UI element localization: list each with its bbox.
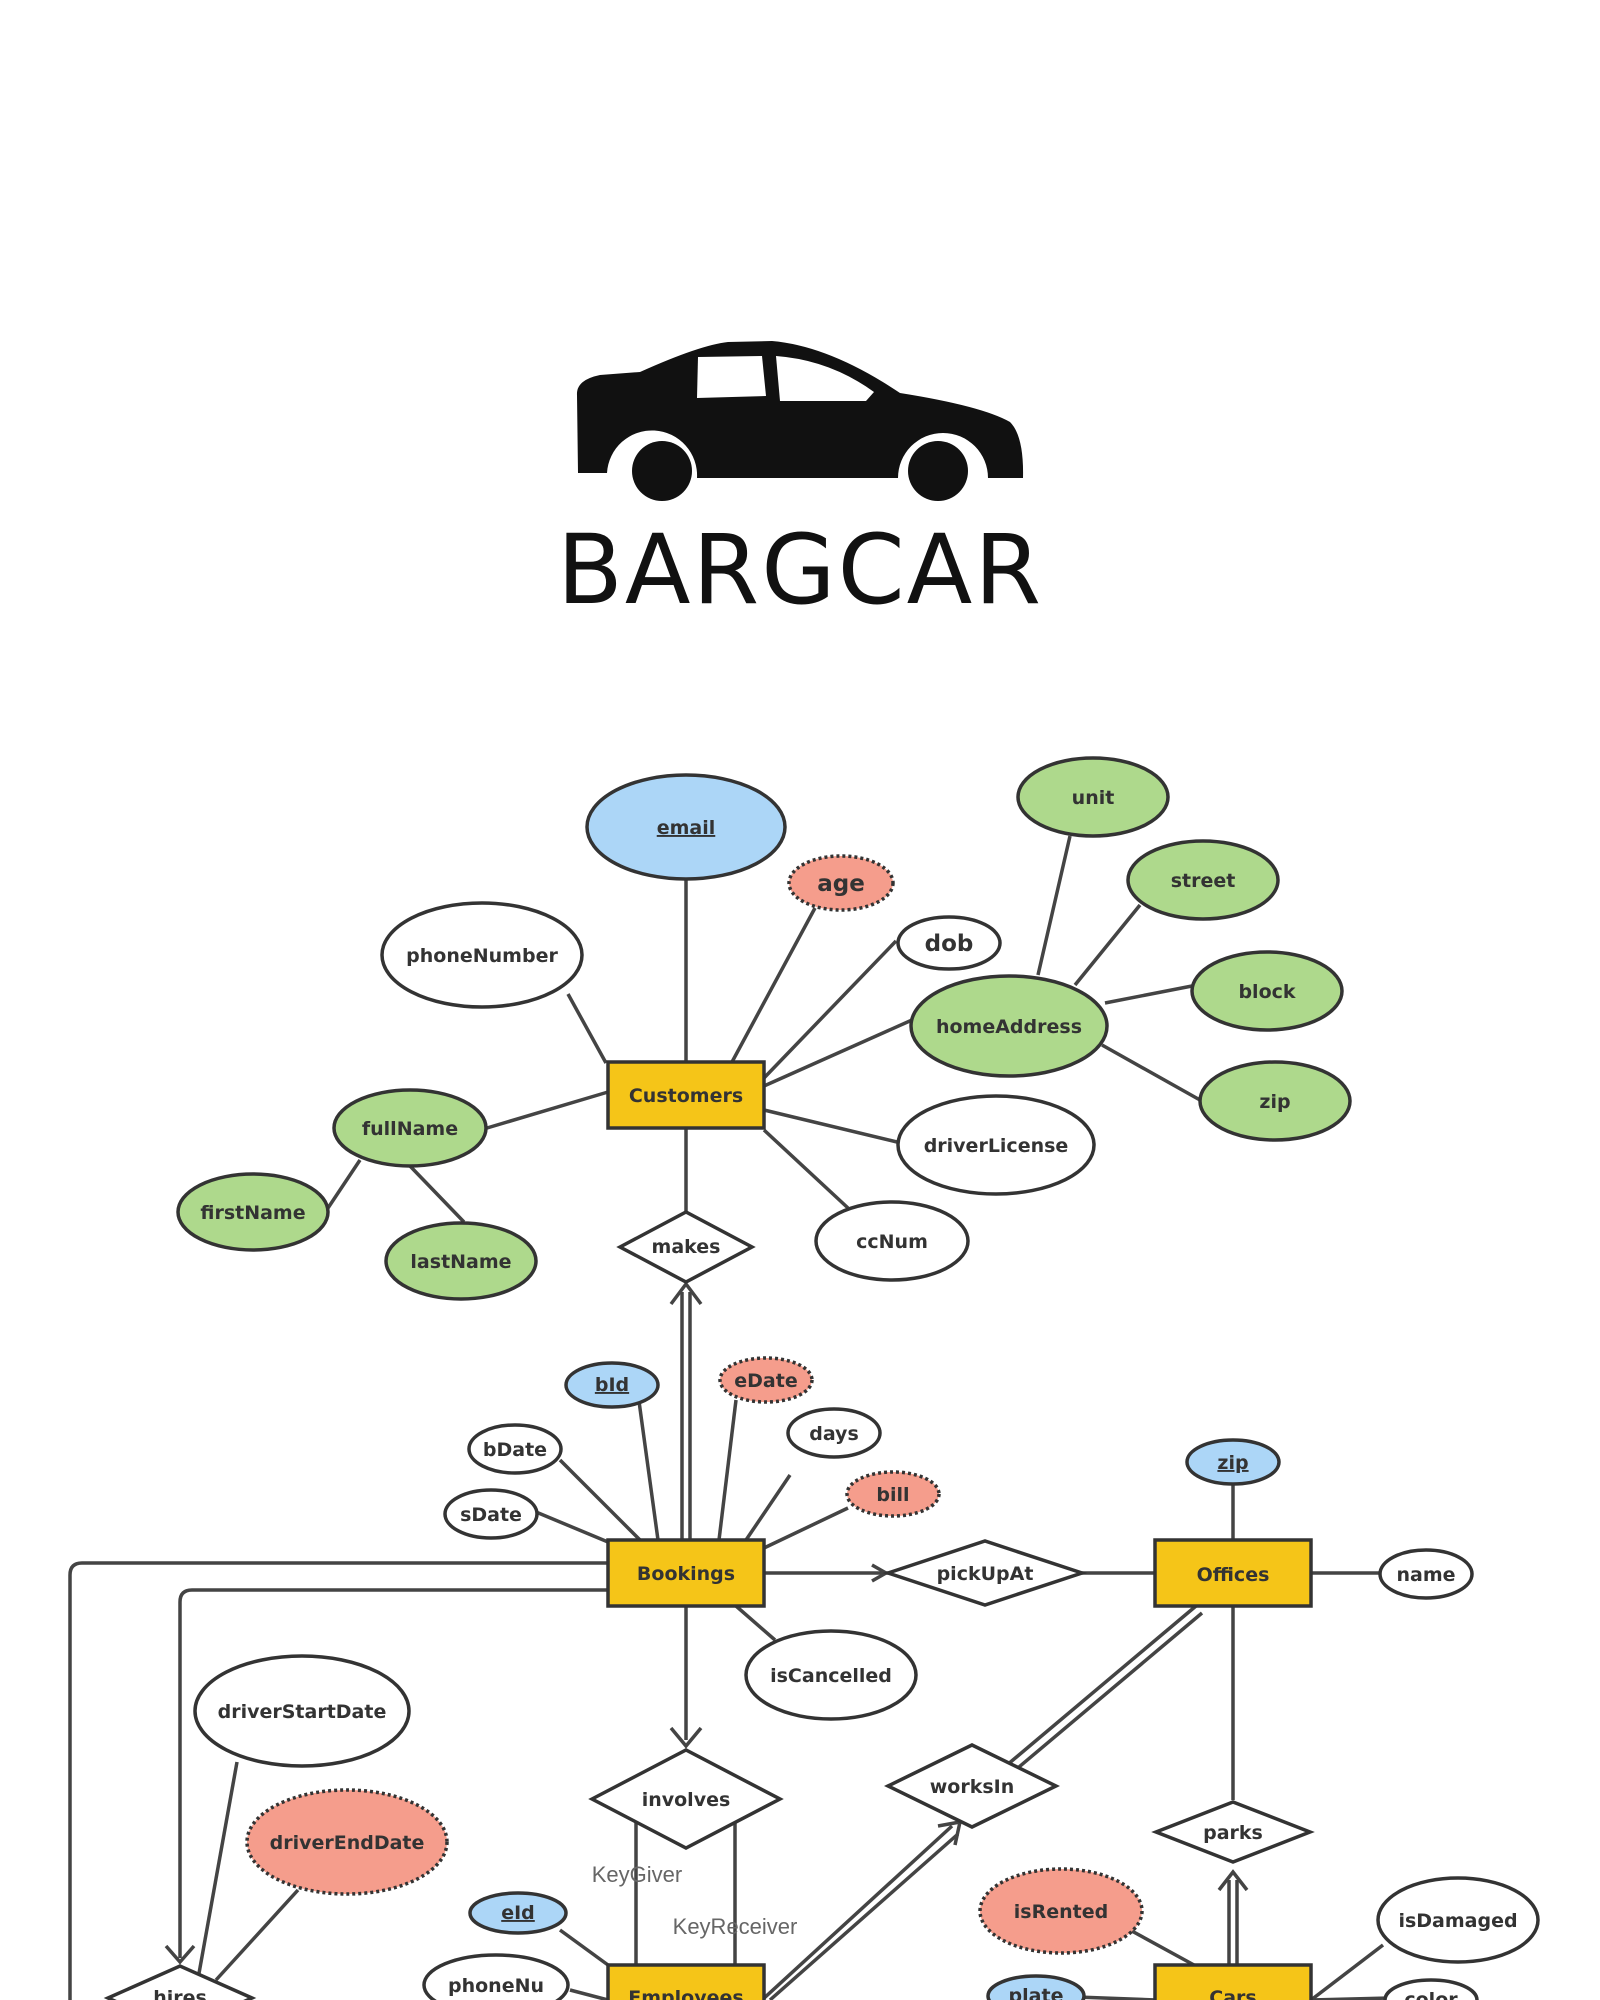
svg-text:phoneNu: phoneNu [448,1975,544,1997]
svg-text:unit: unit [1072,787,1115,809]
svg-text:ccNum: ccNum [856,1231,928,1253]
entity-customers[interactable]: Customers [606,1060,766,1130]
attr-street[interactable]: street [1126,839,1280,921]
attr-driverenddate-derived[interactable]: driverEndDate [245,1788,449,1896]
svg-text:eId: eId [501,1902,535,1924]
svg-text:parks: parks [1203,1822,1263,1844]
svg-text:Cars: Cars [1209,1987,1256,2000]
role-keyreceiver: KeyReceiver [673,1914,798,1939]
svg-text:age: age [817,871,865,897]
svg-text:hires: hires [153,1987,207,2000]
svg-text:days: days [809,1423,859,1445]
entity-employees[interactable]: Employees [606,1963,766,2000]
svg-text:involves: involves [642,1789,731,1811]
attr-zip[interactable]: zip [1198,1060,1352,1142]
attr-bid-key[interactable]: bId [564,1361,660,1409]
svg-text:driverLicense: driverLicense [924,1135,1069,1157]
svg-text:makes: makes [652,1236,721,1258]
attr-email-key[interactable]: email [585,773,787,881]
svg-text:homeAddress: homeAddress [936,1016,1082,1038]
attr-isrented-derived[interactable]: isRented [978,1867,1144,1955]
svg-text:driverStartDate: driverStartDate [218,1701,387,1723]
entity-offices[interactable]: Offices [1153,1538,1313,1608]
svg-text:phoneNumber: phoneNumber [406,945,558,967]
attr-ccnum[interactable]: ccNum [814,1200,970,1282]
attr-bill-derived[interactable]: bill [845,1470,941,1518]
attr-phonenu[interactable]: phoneNu [422,1953,570,2000]
car-icon [576,341,1024,501]
role-keygiver: KeyGiver [592,1862,682,1887]
svg-text:name: name [1396,1564,1455,1586]
svg-text:plate: plate [1009,1985,1064,2000]
svg-text:sDate: sDate [460,1504,522,1526]
entity-cars[interactable]: Cars [1153,1963,1313,2000]
svg-text:isDamaged: isDamaged [1398,1910,1517,1932]
svg-text:zip: zip [1217,1452,1248,1474]
svg-text:email: email [657,817,716,839]
svg-text:eDate: eDate [734,1370,797,1392]
svg-text:isRented: isRented [1014,1901,1108,1923]
attr-block[interactable]: block [1190,950,1344,1032]
attr-driverlicense[interactable]: driverLicense [896,1094,1096,1196]
svg-text:worksIn: worksIn [930,1776,1015,1798]
svg-text:bill: bill [876,1484,909,1506]
attr-iscancelled[interactable]: isCancelled [744,1629,918,1721]
svg-text:Bookings: Bookings [637,1563,735,1585]
attr-sdate[interactable]: sDate [443,1488,539,1540]
attr-office-name[interactable]: name [1378,1548,1474,1600]
svg-text:dob: dob [925,931,974,957]
svg-text:pickUpAt: pickUpAt [937,1563,1034,1585]
brand-title: BARGCAR [557,514,1043,626]
svg-text:isCancelled: isCancelled [770,1665,892,1687]
svg-text:block: block [1238,981,1295,1003]
entity-bookings[interactable]: Bookings [606,1538,766,1608]
attr-dob[interactable]: dob [896,915,1002,971]
attr-days[interactable]: days [786,1407,882,1459]
connector-lines [68,835,1391,2000]
svg-text:color: color [1404,1989,1458,2000]
attr-color[interactable]: color [1383,1978,1479,2000]
attr-fullname[interactable]: fullName [332,1088,488,1168]
relationship-worksin[interactable]: worksIn [884,1743,1060,1829]
svg-text:bDate: bDate [483,1439,547,1461]
relationship-pickupat[interactable]: pickUpAt [882,1539,1088,1607]
relationship-hires[interactable]: hires [103,1964,257,2000]
attr-eid-key[interactable]: eId [468,1891,568,1935]
svg-text:driverEndDate: driverEndDate [270,1832,425,1854]
relationship-makes[interactable]: makes [616,1210,756,1284]
attr-edate-derived[interactable]: eDate [718,1356,814,1404]
attr-unit[interactable]: unit [1016,756,1170,838]
svg-text:lastName: lastName [410,1251,511,1273]
attr-phonenumber[interactable]: phoneNumber [380,901,584,1009]
attr-bdate[interactable]: bDate [467,1423,563,1475]
svg-text:Offices: Offices [1197,1564,1270,1586]
svg-text:Employees: Employees [628,1987,743,2000]
attr-age-derived[interactable]: age [787,854,895,912]
svg-text:firstName: firstName [200,1202,305,1224]
svg-text:bId: bId [595,1374,629,1396]
attr-plate-key[interactable]: plate [986,1974,1086,2000]
attr-firstname[interactable]: firstName [176,1172,330,1252]
attr-lastname[interactable]: lastName [384,1221,538,1301]
relationship-parks[interactable]: parks [1151,1800,1315,1864]
attr-office-zip-key[interactable]: zip [1185,1438,1281,1486]
attr-driverstartdate[interactable]: driverStartDate [193,1654,411,1768]
svg-text:street: street [1171,870,1236,892]
svg-text:fullName: fullName [362,1118,458,1140]
attr-homeaddress[interactable]: homeAddress [909,974,1109,1078]
svg-text:Customers: Customers [629,1085,743,1107]
relationship-involves[interactable]: involves [588,1748,784,1850]
svg-text:zip: zip [1259,1091,1290,1113]
attr-isdamaged[interactable]: isDamaged [1376,1876,1540,1964]
